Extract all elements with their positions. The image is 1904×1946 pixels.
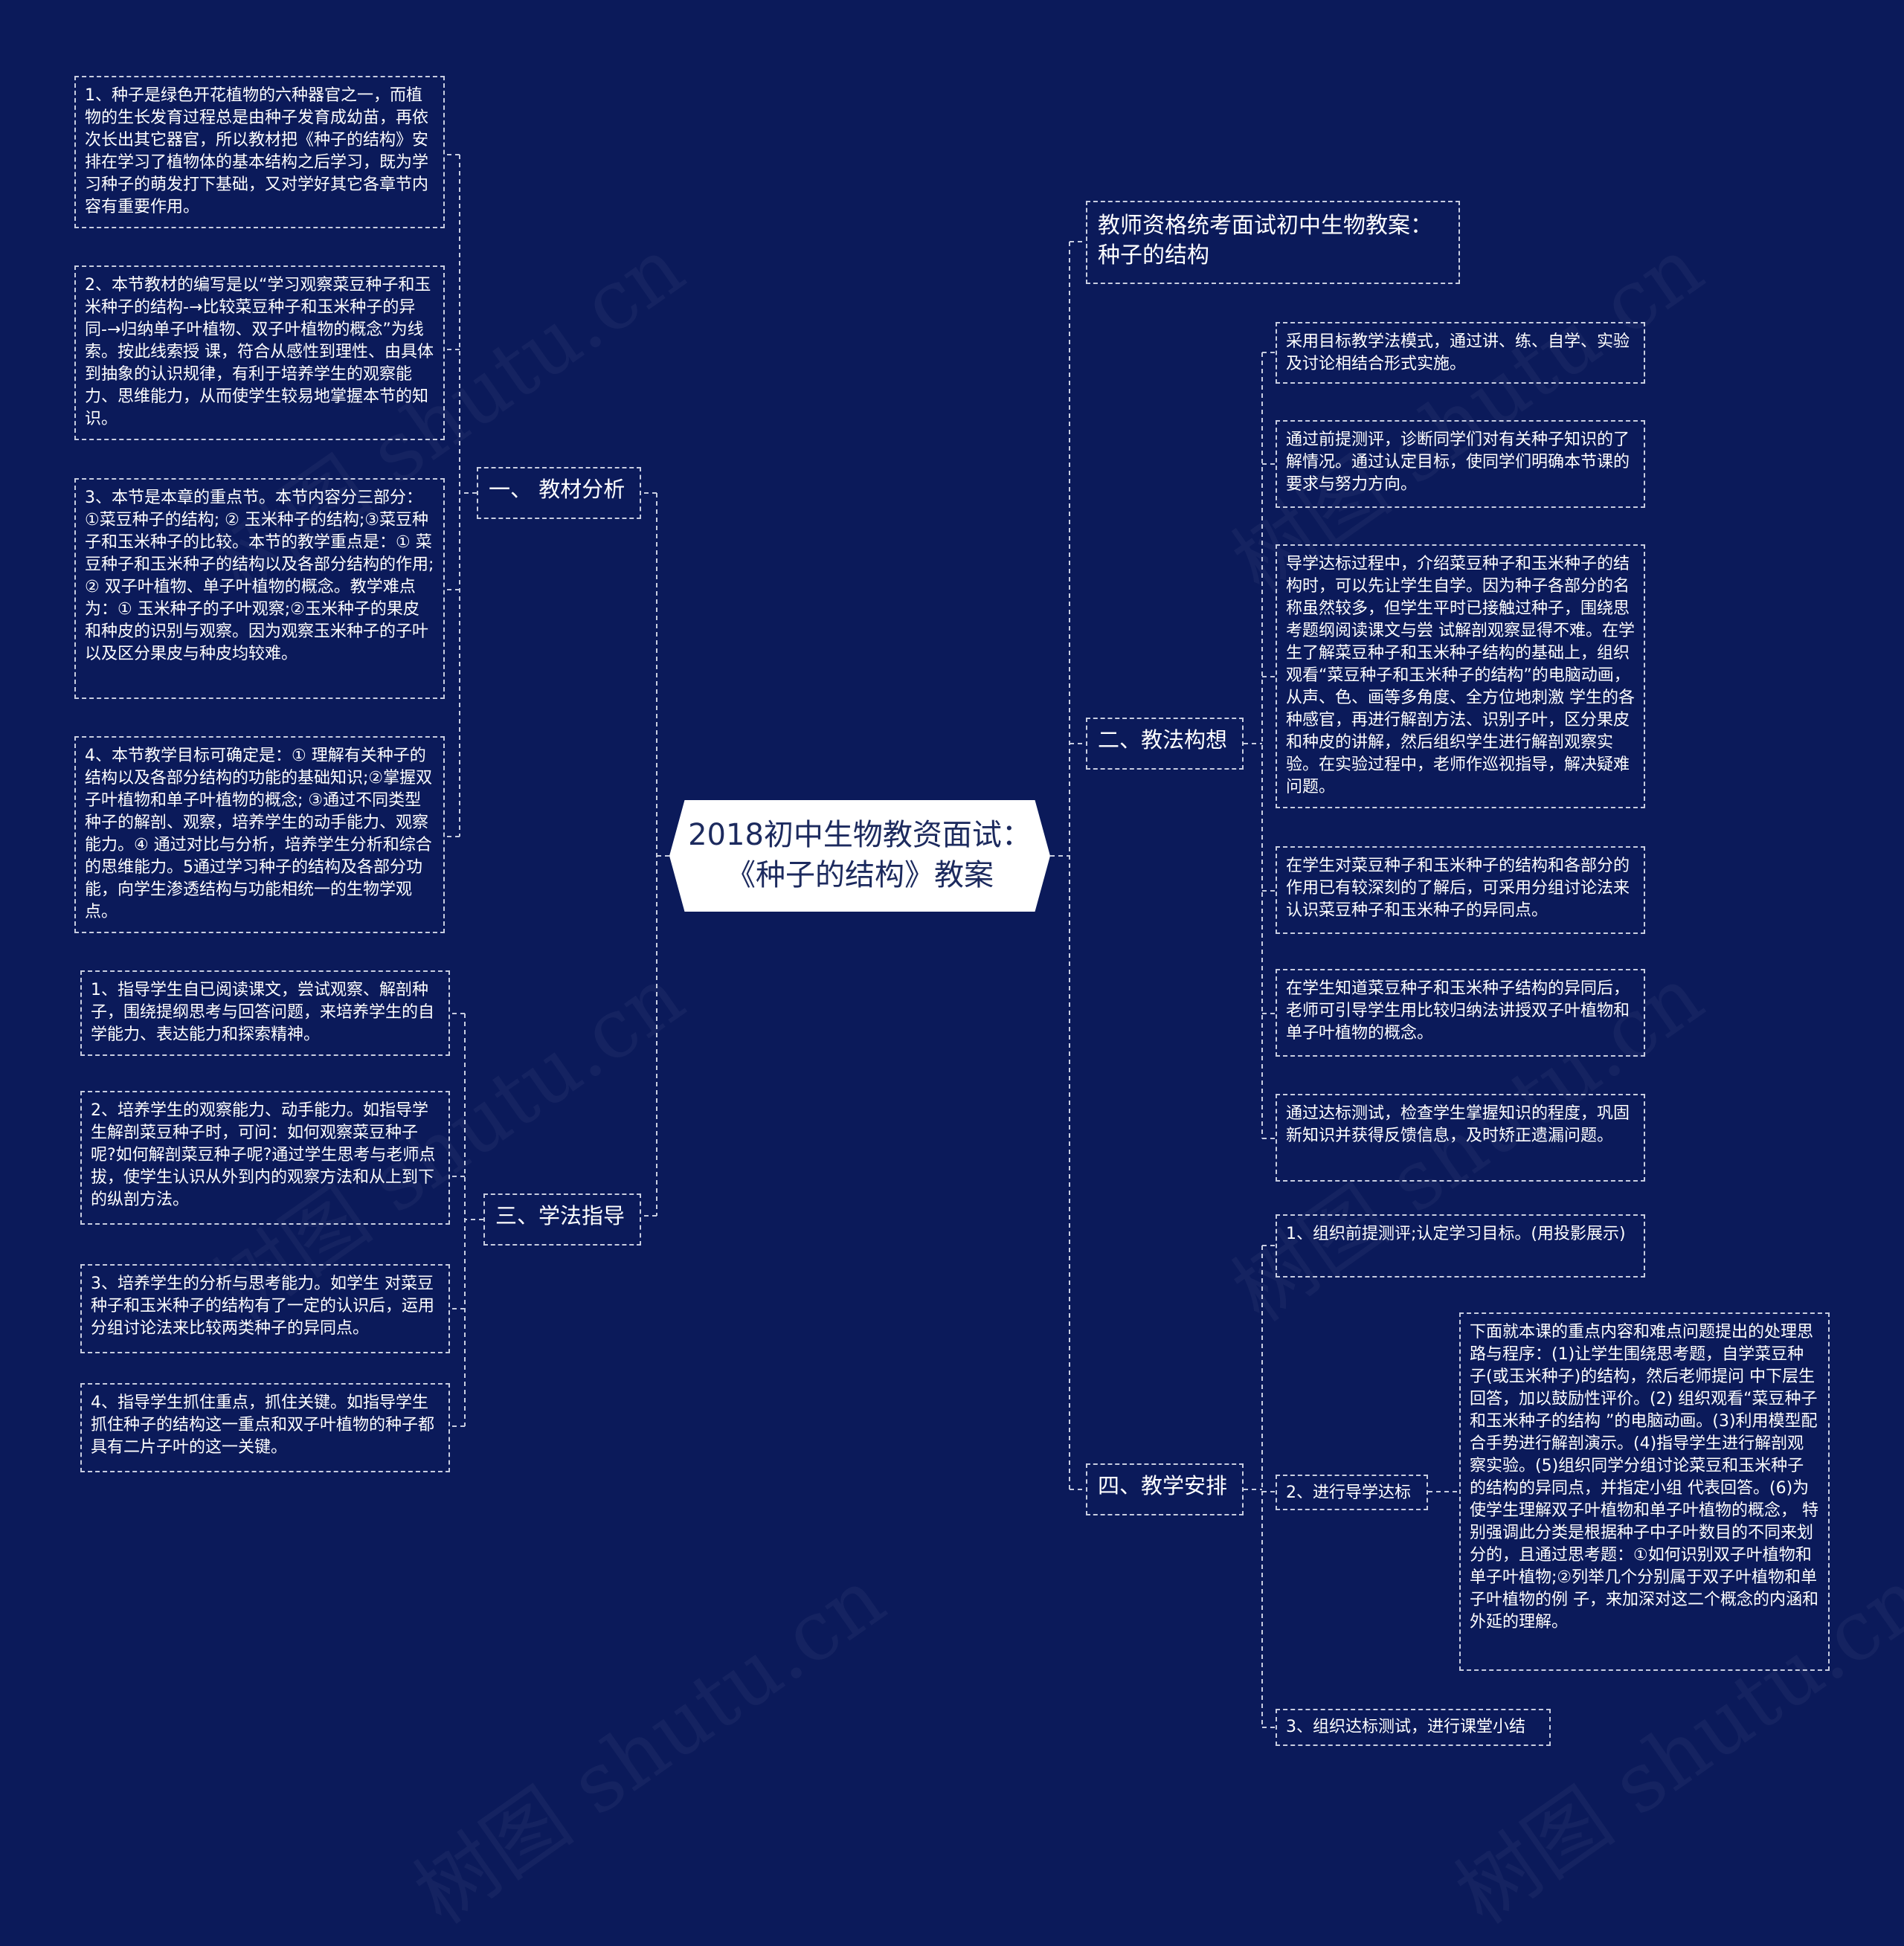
leaf-method-1[interactable]: 采用目标教学法模式，通过讲、练、自学、实验及讨论相结合形式实施。 xyxy=(1276,322,1645,384)
leaf-arrangement-3[interactable]: 3、组织达标测试，进行课堂小结 xyxy=(1276,1709,1551,1746)
leaf-textbook-1[interactable]: 1、种子是绿色开花植物的六种器官之一，而植物的生长发育过程总是由种子发育成幼苗，… xyxy=(74,76,445,228)
leaf-arrangement-2[interactable]: 2、进行导学达标 xyxy=(1276,1475,1428,1510)
leaf-guidance-2[interactable]: 2、培养学生的观察能力、动手能力。如指导学生解剖菜豆种子时，可问：如何观察菜豆种… xyxy=(80,1091,450,1225)
mindmap-canvas: 树图 shutu.cn 树图 shutu.cn 树图 shutu.cn 树图 s… xyxy=(74,76,1904,1942)
leaf-method-5[interactable]: 在学生知道菜豆种子和玉米种子结构的异同后，老师可引导学生用比较归纳法讲授双子叶植… xyxy=(1276,969,1645,1057)
leaf-guidance-1[interactable]: 1、指导学生自已阅读课文，尝试观察、解剖种子，围绕提纲思考与回答问题，来培养学生… xyxy=(80,970,450,1056)
leaf-arrangement-detail[interactable]: 下面就本课的重点内容和难点问题提出的处理思路与程序：(1)让学生围绕思考题，自学… xyxy=(1459,1312,1830,1671)
leaf-textbook-4[interactable]: 4、本节教学目标可确定是：① 理解有关种子的结构以及各部分结构的功能的基础知识;… xyxy=(74,736,445,933)
leaf-textbook-3[interactable]: 3、本节是本章的重点节。本节内容分三部分：①菜豆种子的结构; ② 玉米种子的结构… xyxy=(74,478,445,699)
branch-teaching-method[interactable]: 二、教法构想 xyxy=(1086,718,1244,770)
branch-learning-guidance[interactable]: 三、学法指导 xyxy=(483,1193,641,1246)
leaf-method-3[interactable]: 导学达标过程中，介绍菜豆种子和玉米种子的结构时，可以先让学生自学。因为种子各部分… xyxy=(1276,544,1645,808)
leaf-method-4[interactable]: 在学生对菜豆种子和玉米种子的结构和各部分的作用已有较深刻的了解后，可采用分组讨论… xyxy=(1276,846,1645,934)
branch-textbook-analysis[interactable]: 一、 教材分析 xyxy=(477,467,641,519)
leaf-guidance-3[interactable]: 3、培养学生的分析与思考能力。如学生 对菜豆种子和玉米种子的结构有了一定的认识后… xyxy=(80,1264,450,1353)
root-topic[interactable]: 2018初中生物教资面试： 《种子的结构》教案 xyxy=(669,800,1050,912)
leaf-arrangement-1[interactable]: 1、组织前提测评;认定学习目标。(用投影展示) xyxy=(1276,1214,1645,1278)
header-topic[interactable]: 教师资格统考面试初中生物教案： 种子的结构 xyxy=(1086,201,1460,284)
leaf-method-2[interactable]: 通过前提测评，诊断同学们对有关种子知识的了解情况。通过认定目标，使同学们明确本节… xyxy=(1276,420,1645,508)
leaf-method-6[interactable]: 通过达标测试，检查学生掌握知识的程度，巩固新知识并获得反馈信息，及时矫正遗漏问题… xyxy=(1276,1094,1645,1182)
branch-teaching-arrangement[interactable]: 四、教学安排 xyxy=(1086,1463,1244,1515)
connector-lines xyxy=(445,154,1459,1728)
leaf-textbook-2[interactable]: 2、本节教材的编写是以“学习观察菜豆种子和玉米种子的结构-→比较菜豆种子和玉米种… xyxy=(74,265,445,440)
leaf-guidance-4[interactable]: 4、指导学生抓住重点，抓住关键。如指导学生抓住种子的结构这一重点和双子叶植物的种… xyxy=(80,1383,450,1472)
